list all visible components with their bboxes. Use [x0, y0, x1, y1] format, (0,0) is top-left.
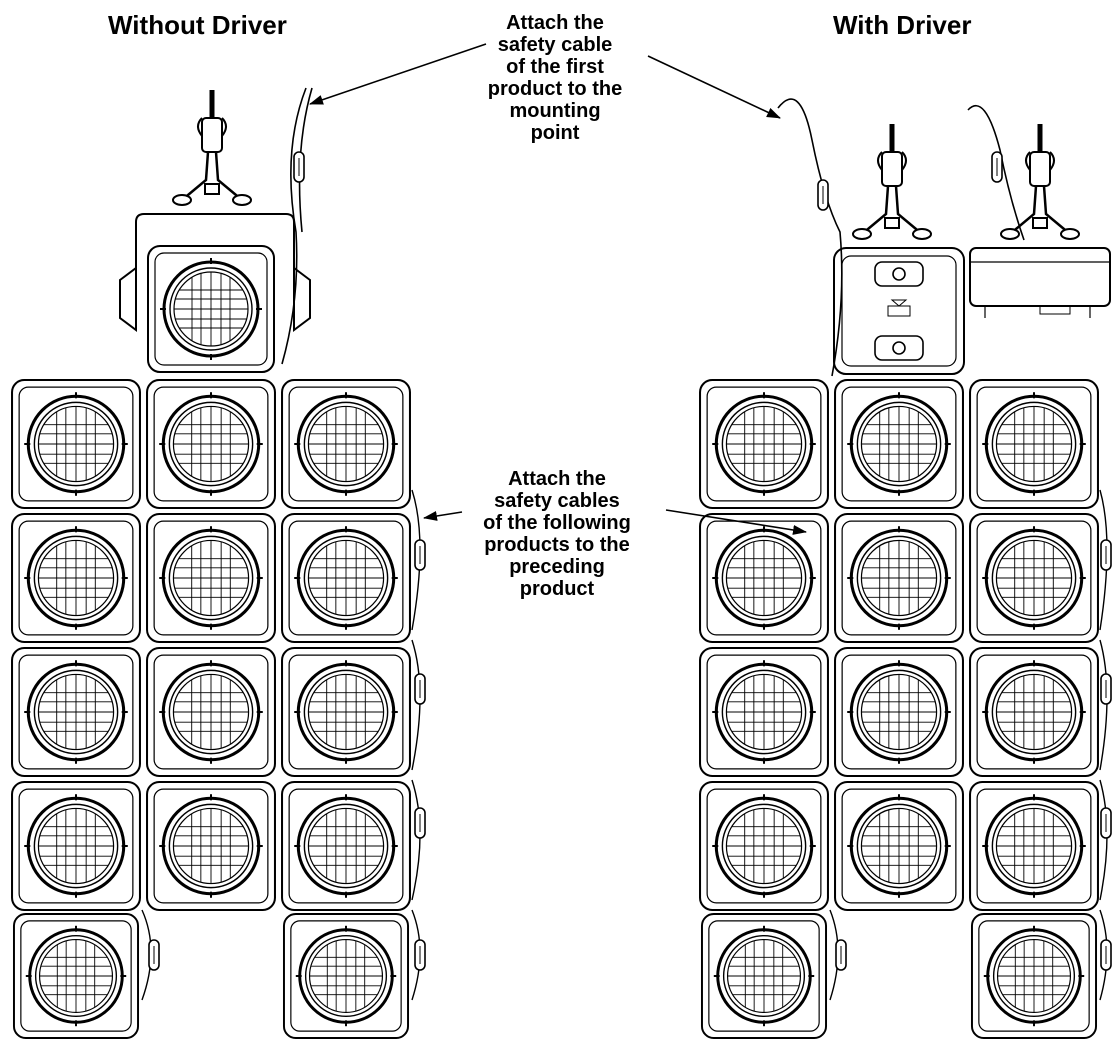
right-array: [698, 98, 1112, 1040]
arrow-middle-left: [423, 511, 463, 521]
fixture-grid-left: [10, 378, 412, 1040]
carabiner-icon: [817, 151, 1003, 211]
mounting-clamp-icon: [173, 90, 251, 205]
mounting-clamp-icon: [853, 124, 1079, 239]
fixture-grid-right: [698, 378, 1100, 1040]
right-title: With Driver: [833, 10, 972, 40]
left-array: [10, 87, 426, 1040]
arrow-top-right: [647, 55, 781, 119]
left-title: Without Driver: [108, 10, 287, 40]
top-callout: Attach the safety cable of the first pro…: [487, 12, 623, 144]
arrow-middle-right: [665, 509, 807, 535]
arrow-icon: [309, 43, 807, 535]
driver-box-icon: [833, 247, 965, 375]
carabiner-icon: [293, 151, 305, 183]
driver-box-icon: [969, 247, 1111, 318]
safety-cable-icon: [777, 98, 1025, 377]
middle-callout: Attach the safety cables of the followin…: [483, 468, 631, 600]
arrow-top-left: [309, 43, 487, 105]
fixture-panel-icon-top: [146, 244, 276, 374]
